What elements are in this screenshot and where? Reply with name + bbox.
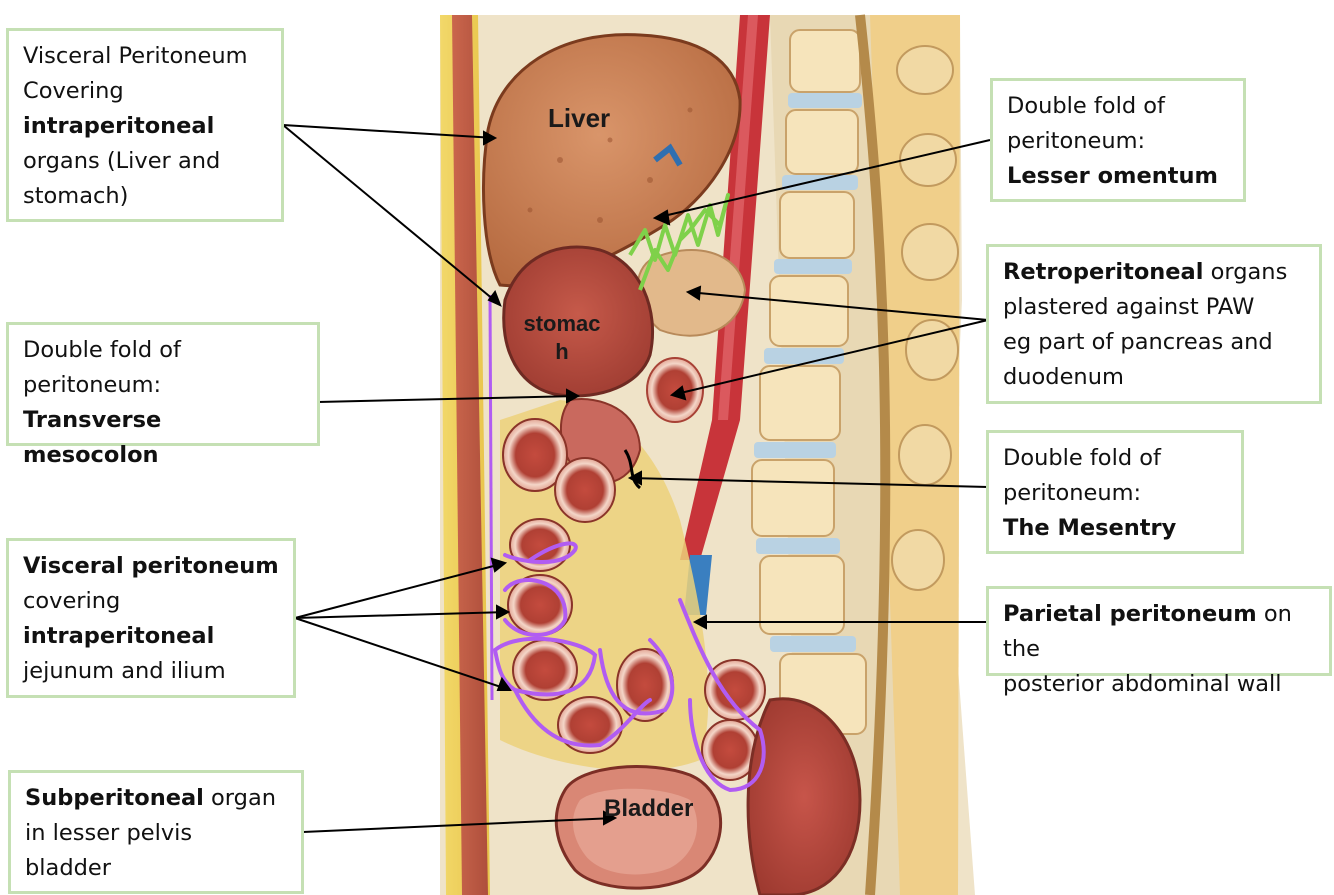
callout-line: posterior abdominal wall	[1003, 671, 1282, 697]
lesser-omentum-highlight	[628, 193, 730, 291]
vertebral-column	[751, 14, 960, 895]
callout-line-bold: intraperitoneal	[23, 113, 215, 139]
arrow-retroperitoneal-2	[671, 319, 989, 396]
arrow-visceral-liver-2	[282, 124, 501, 306]
callout-line: peritoneum:	[1003, 480, 1142, 506]
callout-line: Subperitoneal organ	[25, 785, 276, 811]
callout-line-bold: Visceral peritoneum	[23, 553, 279, 579]
callout-line: jejunum and ilium	[23, 658, 226, 684]
callout-retroperitoneal: Retroperitoneal organs plastered against…	[986, 244, 1322, 404]
callout-line-bold: Transverse mesocolon	[23, 407, 162, 468]
callout-line: Retroperitoneal organs	[1003, 259, 1288, 285]
arrow-visceral-jejunum-1	[294, 562, 506, 619]
callout-line: covering	[23, 588, 121, 614]
rectus-muscle	[452, 15, 488, 895]
callout-line: organs (Liver and	[23, 148, 221, 174]
callout-line: peritoneum:	[23, 372, 162, 398]
arrow-visceral-liver-1	[282, 124, 496, 139]
callout-line-bold: The Mesentry	[1003, 515, 1177, 541]
callout-line: Double fold of	[1003, 445, 1161, 471]
liver	[482, 33, 742, 288]
callout-line: in lesser pelvis	[25, 820, 193, 846]
callout-line: Double fold of	[23, 337, 181, 363]
callout-line: peritoneum:	[1007, 128, 1146, 154]
callout-line: eg part of pancreas and	[1003, 329, 1273, 355]
callout-visceral-peritoneum-jejunum: Visceral peritoneum covering intraperito…	[6, 538, 296, 698]
callout-line: Parietal peritoneum on the	[1003, 601, 1292, 662]
bladder-label: Bladder	[604, 795, 694, 822]
stomach-label-line2: h	[555, 339, 569, 364]
liver-label: Liver	[548, 103, 611, 133]
callout-lesser-omentum: Double fold of peritoneum: Lesser omentu…	[990, 78, 1246, 202]
duodenum	[646, 357, 704, 423]
arrow-visceral-jejunum-2	[294, 611, 509, 619]
annotation-arrows	[282, 124, 991, 833]
arrow-retroperitoneal-1	[687, 291, 989, 321]
arrow-transverse-mesocolon	[317, 395, 579, 403]
callout-transverse-mesocolon: Double fold of peritoneum: Transverse me…	[6, 322, 320, 468]
callout-line-bold: intraperitoneal	[23, 623, 215, 649]
callout-line: Covering	[23, 78, 124, 104]
visceral-peritoneum-highlights	[493, 541, 766, 793]
rectum	[746, 697, 862, 895]
mesentery-bracket	[623, 449, 642, 490]
callout-line: stomach)	[23, 183, 129, 209]
arrow-visceral-jejunum-3	[294, 617, 511, 691]
parietal-peritoneum-line	[488, 294, 494, 701]
callout-line: Double fold of	[1007, 93, 1165, 119]
callout-mesentery: Double fold of peritoneum: The Mesentry	[986, 430, 1244, 554]
callout-line: Visceral Peritoneum	[23, 43, 248, 69]
arrow-mesentery	[629, 477, 989, 488]
arrow-subperitoneal	[302, 817, 616, 833]
stomach-label-line1: stomac	[523, 311, 601, 336]
callout-line: plastered against PAW	[1003, 294, 1255, 320]
callout-line-bold: Lesser omentum	[1007, 163, 1218, 189]
stomach-label: stomac h	[512, 310, 612, 366]
callout-line: bladder	[25, 855, 111, 881]
callout-line: duodenum	[1003, 364, 1124, 390]
stomach	[502, 245, 655, 398]
arrow-lesser-omentum	[654, 139, 991, 219]
callout-parietal-peritoneum: Parietal peritoneum on the posterior abd…	[986, 586, 1332, 697]
hepatic-vessel	[653, 143, 683, 167]
callout-visceral-peritoneum-liver: Visceral Peritoneum Covering intraperito…	[6, 28, 284, 222]
callout-subperitoneal: Subperitoneal organ in lesser pelvis bla…	[8, 770, 304, 894]
